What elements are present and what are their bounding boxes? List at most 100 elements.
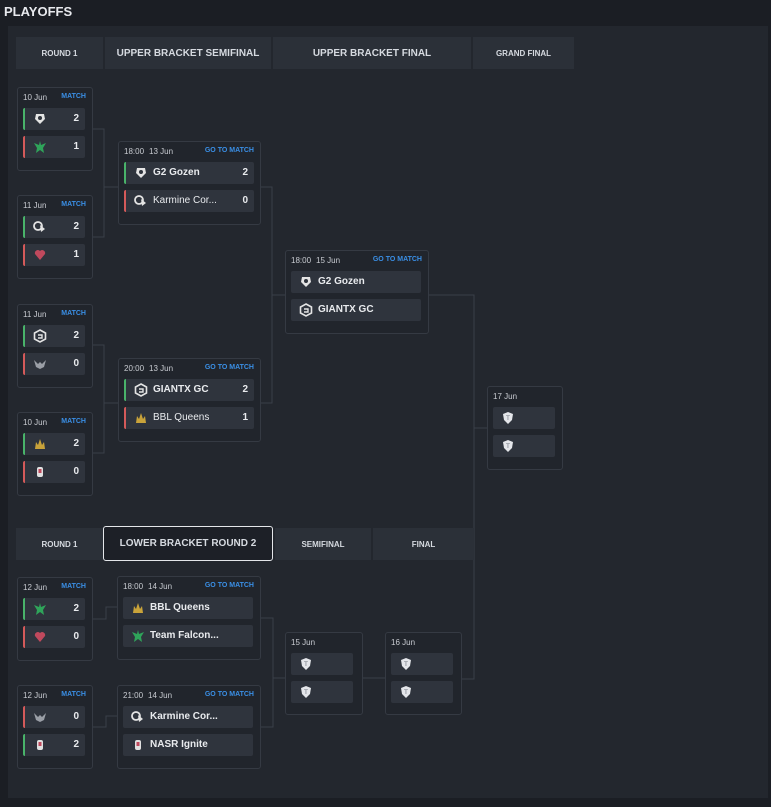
team-score: 1 xyxy=(73,141,79,152)
team-score: 2 xyxy=(73,113,79,124)
team-score: 1 xyxy=(242,412,248,423)
match-time: 21:00 xyxy=(123,691,144,700)
team-row[interactable]: 2 xyxy=(23,216,85,238)
header-grand-final: GRAND FINAL xyxy=(473,37,574,69)
page-title: PLAYOFFS xyxy=(4,4,73,19)
team-row[interactable]: 2 xyxy=(23,433,85,455)
team-row[interactable]: GIANTX GC xyxy=(291,299,421,321)
go-to-match-link[interactable]: MATCH xyxy=(61,201,86,208)
match-date: 11 Jun xyxy=(23,201,47,210)
karmine-logo-icon xyxy=(134,194,148,208)
team-row[interactable]: 2 xyxy=(23,598,85,620)
team-row[interactable]: 2 xyxy=(23,734,85,756)
team-name: Karmine Cor... xyxy=(153,195,217,206)
match-card[interactable]: 11 Jun MATCH 2 1 xyxy=(17,195,93,279)
go-to-match-link[interactable]: MATCH xyxy=(61,418,86,425)
svg-text:T: T xyxy=(403,689,408,696)
match-time: 18:00 xyxy=(123,582,144,591)
nasr-logo-icon xyxy=(131,738,145,752)
header-upper-round-1: ROUND 1 xyxy=(16,37,103,69)
team-row[interactable]: 0 xyxy=(23,626,85,648)
team-row[interactable]: G2 Gozen xyxy=(291,271,421,293)
bbl-logo-icon xyxy=(33,437,47,451)
team-row[interactable]: T xyxy=(493,407,555,429)
falcons-logo-icon xyxy=(33,602,47,616)
go-to-match-link[interactable]: MATCH xyxy=(61,691,86,698)
match-date: 10 Jun xyxy=(23,93,48,102)
match-card[interactable]: 11 Jun MATCH 2 0 xyxy=(17,304,93,388)
svg-text:T: T xyxy=(303,661,308,668)
team-name: BBL Queens xyxy=(150,602,210,613)
g2-logo-icon xyxy=(299,275,313,289)
team-row[interactable]: NASR Ignite xyxy=(123,734,253,756)
team-row[interactable]: T xyxy=(391,681,453,703)
team-row[interactable]: Team Falcon... xyxy=(123,625,253,647)
team-name: G2 Gozen xyxy=(318,276,365,287)
team-row[interactable]: Karmine Cor... xyxy=(123,706,253,728)
karmine-logo-icon xyxy=(33,220,47,234)
team-row[interactable]: T xyxy=(291,681,353,703)
match-datetime: 18:00 14 Jun xyxy=(123,582,172,591)
go-to-match-link[interactable]: GO TO MATCH xyxy=(204,582,254,589)
team-row[interactable]: BBL Queens xyxy=(123,597,253,619)
giantx-logo-icon xyxy=(299,303,313,317)
tab-lower-bracket-round-2[interactable]: LOWER BRACKET ROUND 2 xyxy=(103,526,273,561)
match-card[interactable]: 12 Jun MATCH 0 2 xyxy=(17,685,93,769)
team-row[interactable]: T xyxy=(493,435,555,457)
team-row[interactable]: 1 xyxy=(23,244,85,266)
team-row[interactable]: 0 xyxy=(23,353,85,375)
bbl-logo-icon xyxy=(131,601,145,615)
svg-text:T: T xyxy=(505,415,510,422)
go-to-match-link[interactable]: MATCH xyxy=(61,310,86,317)
match-date: 14 Jun xyxy=(148,691,173,700)
team-row[interactable]: 0 xyxy=(23,706,85,728)
team-score: 2 xyxy=(73,221,79,232)
match-datetime: 10 Jun xyxy=(23,93,47,102)
match-card[interactable]: 10 Jun MATCH 2 1 xyxy=(17,87,93,171)
team-row[interactable]: 2 xyxy=(23,325,85,347)
match-date: 13 Jun xyxy=(149,364,174,373)
match-datetime: 16 Jun xyxy=(391,638,415,647)
team-name: GIANTX GC xyxy=(153,384,209,395)
team-row[interactable]: 0 xyxy=(23,461,85,483)
tbd-shield-icon: T xyxy=(399,657,413,671)
header-lower-final: FINAL xyxy=(373,528,474,560)
tbd-shield-icon: T xyxy=(399,685,413,699)
match-datetime: 11 Jun xyxy=(23,310,46,319)
match-card[interactable]: 21:00 14 Jun GO TO MATCH Karmine Cor... NASR… xyxy=(117,685,261,769)
team-row[interactable]: 2 xyxy=(23,108,85,130)
go-to-match-link[interactable]: GO TO MATCH xyxy=(204,691,254,698)
go-to-match-link[interactable]: MATCH xyxy=(61,93,86,100)
match-date: 12 Jun xyxy=(23,691,48,700)
match-date: 14 Jun xyxy=(148,582,173,591)
team-row[interactable]: T xyxy=(391,653,453,675)
match-time: 18:00 xyxy=(291,256,312,265)
go-to-match-link[interactable]: GO TO MATCH xyxy=(372,256,422,263)
team-row[interactable]: 1 xyxy=(23,136,85,158)
go-to-match-link[interactable]: MATCH xyxy=(61,583,86,590)
go-to-match-link[interactable]: GO TO MATCH xyxy=(204,364,254,371)
team-row[interactable]: Karmine Cor...0 xyxy=(124,190,254,212)
team-score: 2 xyxy=(73,603,79,614)
falcons-logo-icon xyxy=(131,629,145,643)
match-datetime: 21:00 14 Jun xyxy=(123,691,172,700)
team-score: 2 xyxy=(73,330,79,341)
match-date: 12 Jun xyxy=(23,583,48,592)
match-datetime: 17 Jun xyxy=(493,392,517,401)
match-card[interactable]: 12 Jun MATCH 2 0 xyxy=(17,577,93,661)
team-row[interactable]: T xyxy=(291,653,353,675)
header-lower-semifinal: SEMIFINAL xyxy=(275,528,371,560)
go-to-match-link[interactable]: GO TO MATCH xyxy=(204,147,254,154)
